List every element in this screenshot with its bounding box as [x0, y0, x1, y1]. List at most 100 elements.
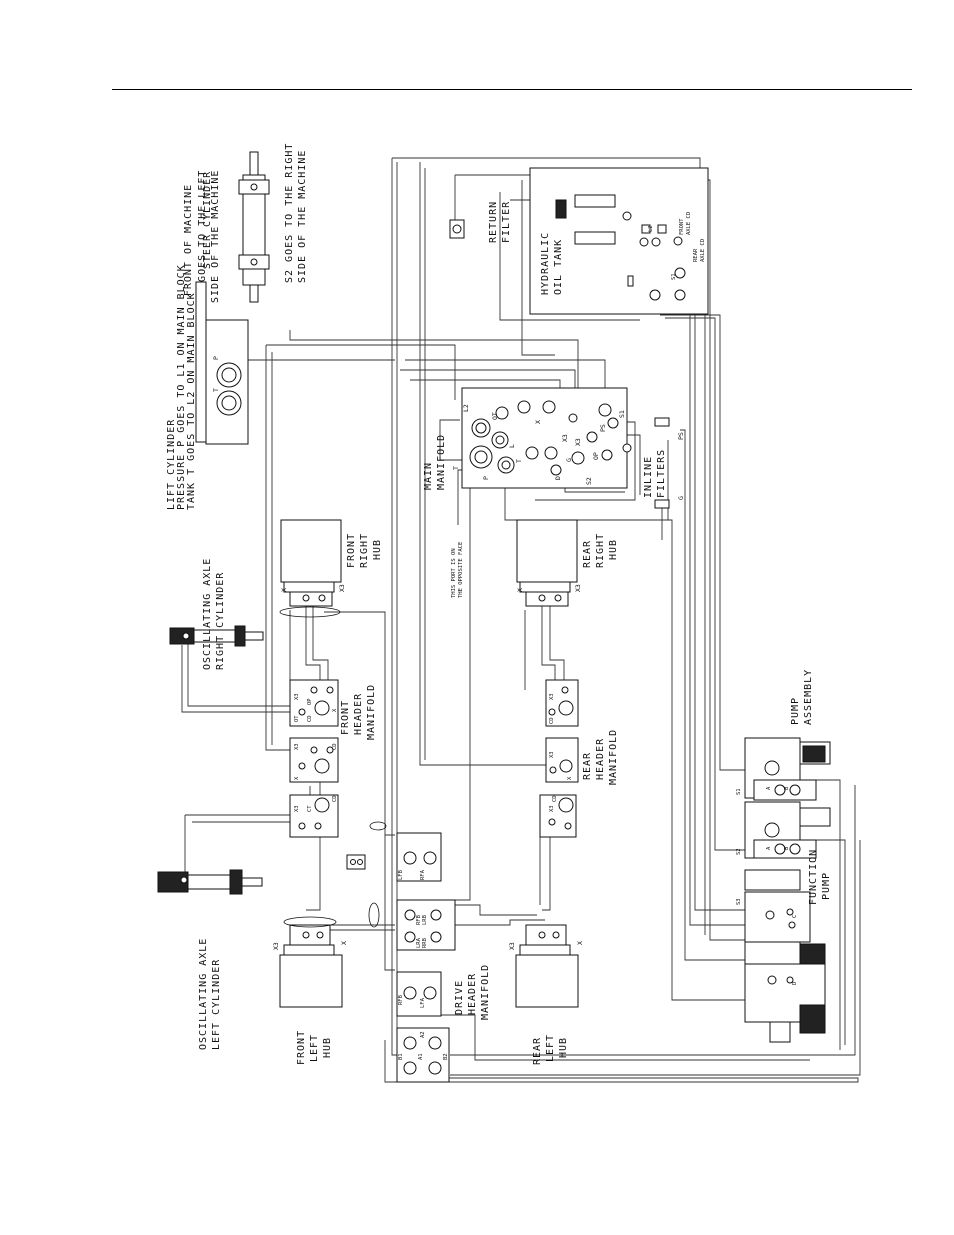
main-port-x3b: X3 — [574, 438, 582, 446]
lift-port-p: P — [212, 356, 220, 360]
fhm-port-cd: CD — [307, 715, 313, 722]
main-port-ot: OT — [491, 412, 499, 420]
return-filter-label-2: FILTER — [501, 201, 512, 243]
rear-right-hub-label-1: REAR — [582, 540, 593, 568]
front-header-label-1: FRONT — [340, 700, 351, 735]
rear-left-hub-label-1: REAR — [532, 1037, 543, 1065]
steer-cylinder-label: STEER CYLINDER — [202, 171, 213, 269]
rrh-port-x: X — [516, 588, 524, 592]
pump-assembly-label-2: ASSEMBLY — [803, 669, 814, 725]
rear-header-label-2: HEADER — [595, 738, 606, 780]
front-header-label-3: MANIFOLD — [366, 684, 377, 740]
frh-port-x: X — [280, 588, 288, 592]
ab-port-b1: B1 — [398, 1053, 404, 1060]
ab-port-a1: A1 — [418, 1053, 424, 1060]
ab-port-b2: B2 — [443, 1053, 449, 1060]
pump-port-s2: S2 — [736, 848, 742, 855]
ab-port-block — [396, 1027, 450, 1083]
hydraulic-oil-tank — [529, 167, 709, 315]
main-port-ps: PS — [599, 424, 607, 432]
inline-filters-label-2: FILTERS — [656, 449, 667, 498]
main-port-g: G — [565, 458, 573, 462]
front-left-hub — [279, 902, 380, 1008]
lift-cylinder — [195, 281, 249, 445]
main-port-t: T — [452, 466, 460, 470]
rear-axle-cd-label-1: REAR — [693, 248, 699, 262]
inline-port-g: G — [677, 496, 685, 500]
main-port-s1: S1 — [618, 410, 626, 418]
main-port-op: OP — [592, 452, 600, 460]
ab-port-a2: A2 — [420, 1031, 426, 1038]
pump-assembly-label-1: PUMP — [790, 697, 801, 725]
fhm2-port-x3: X3 — [294, 743, 300, 750]
pump-port-s1: S1 — [736, 788, 742, 795]
rear-axle-cd-label-2: AXLE CD — [700, 239, 706, 262]
main-port-l: L — [508, 444, 516, 448]
rfa-port-lfb: LFB — [398, 869, 404, 880]
oscillating-axle-right-cylinder — [169, 625, 264, 647]
inline-filters-label-1: INLINE — [643, 456, 654, 498]
drive-header-label-3: MANIFOLD — [480, 964, 491, 1020]
pump-port-b2: B — [784, 846, 790, 850]
drive-header-manifold — [396, 899, 456, 1017]
inline-port-ps: PS — [677, 432, 685, 440]
osc-left-label-2: LEFT CYLINDER — [211, 959, 222, 1050]
pump-port-a2: A — [766, 846, 772, 850]
front-header-manifold — [289, 679, 339, 783]
rear-header-label-3: MANIFOLD — [608, 729, 619, 785]
pump-port-c: C — [792, 915, 798, 918]
pump-port-a1: A — [766, 786, 772, 790]
fhm2-port-x: X — [294, 776, 300, 780]
rear-header-manifold — [539, 679, 579, 838]
dhm-port-rrb: RRB — [422, 937, 428, 948]
rhm-port-x3: X3 — [549, 693, 555, 700]
rear-right-hub-label-2: RIGHT — [595, 533, 606, 568]
rfa-port-rfa: RFA — [420, 869, 426, 880]
rhm3-port-cd: CD — [552, 795, 558, 802]
main-port-p: P — [482, 476, 490, 480]
main-manifold-label-2: MANIFOLD — [436, 434, 447, 490]
rfa-manifold — [396, 832, 442, 882]
front-right-hub — [279, 519, 342, 618]
fom-port-x3: X3 — [294, 805, 300, 812]
main-port-t2: T — [515, 459, 523, 463]
flh-port-x3: X3 — [272, 942, 280, 950]
pump-port-s3: S3 — [736, 898, 742, 905]
main-port-s2: S2 — [585, 477, 593, 485]
hydraulic-tank-label-1: HYDRAULIC — [540, 232, 551, 295]
fhm-port-ot: OT — [294, 715, 300, 722]
check-valve-block — [346, 821, 387, 870]
dhm-port-lfa: LFA — [420, 997, 426, 1008]
front-axle-cd-label-2: AXLE CD — [686, 212, 692, 235]
flh-port-x: X — [340, 941, 348, 945]
main-manifold-label-1: MAIN — [423, 462, 434, 490]
drive-header-label-2: HEADER — [467, 973, 478, 1015]
osc-left-label-1: OSCILLATING AXLE — [198, 938, 209, 1050]
tank-port-s1: S1 — [671, 273, 677, 280]
osc-right-label-1: OSCILLATING AXLE — [202, 558, 213, 670]
rrh-port-x3: X3 — [574, 584, 582, 592]
s1-note-line1: S1 GOES TO THE LEFT — [197, 170, 208, 303]
main-port-x3: X3 — [561, 434, 569, 442]
front-right-hub-label-3: HUB — [372, 539, 383, 560]
rhm-port-cd: CD — [549, 717, 555, 724]
main-port-l2: L2 — [462, 404, 470, 412]
rear-right-hub — [516, 519, 578, 607]
rhm2-port-x3: X3 — [549, 751, 555, 758]
rhm3-port-x3: X3 — [549, 805, 555, 812]
dhm-port-lra: LRA — [416, 937, 422, 948]
rear-left-hub — [515, 924, 579, 1008]
inline-filters — [654, 417, 670, 509]
rear-right-hub-label-3: HUB — [608, 539, 619, 560]
opposite-face-note-2: THE OPPOSITE FACE — [458, 542, 464, 598]
rear-left-hub-label-2: LEFT — [545, 1034, 556, 1062]
fhm-port-x3: X3 — [294, 693, 300, 700]
lift-note-line3: TANK T GOES TO L2 ON MAIN BLOCK — [186, 292, 197, 510]
front-axle-cd-label-1: FRONT — [679, 218, 685, 235]
drive-header-label-1: DRIVE — [454, 980, 465, 1015]
fhm-port-x: X — [332, 708, 338, 712]
rlh-port-x: X — [576, 941, 584, 945]
function-pump-label-2: PUMP — [821, 872, 832, 900]
hydraulic-tank-label-2: OIL TANK — [553, 239, 564, 295]
main-manifold — [461, 387, 632, 489]
